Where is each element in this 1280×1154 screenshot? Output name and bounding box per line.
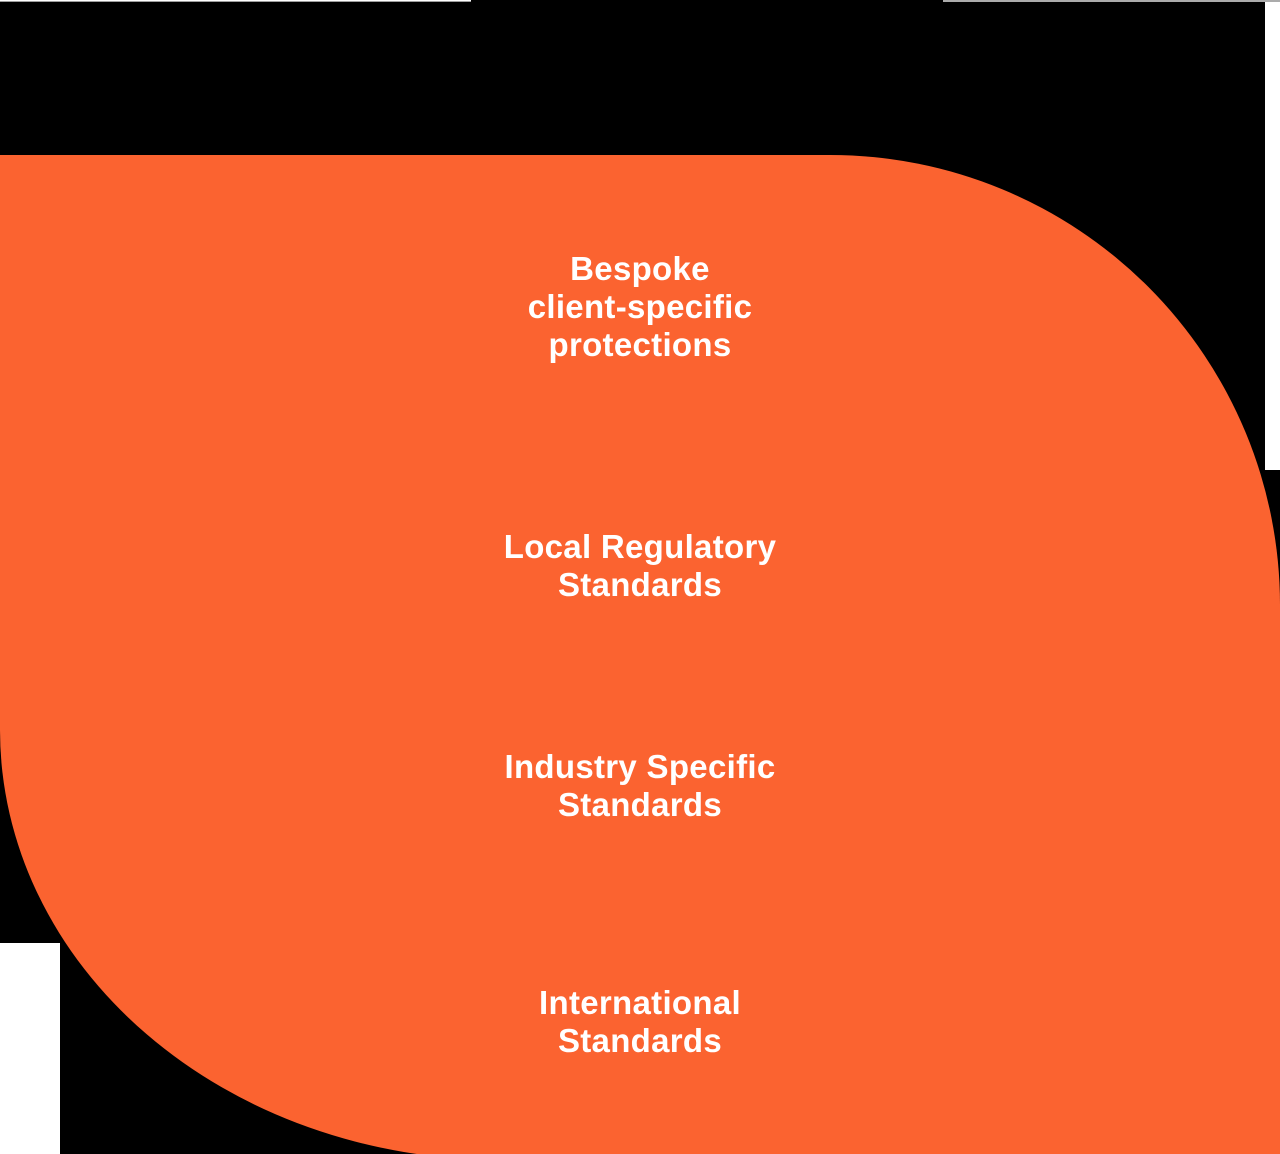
- label-line: client-specific: [527, 288, 753, 325]
- label-line: Standards: [557, 566, 723, 603]
- right-edge-strip: [1265, 2, 1280, 470]
- label-line: Local Regulatory: [503, 528, 777, 565]
- label-line: Standards: [557, 786, 723, 823]
- label-line: Bespoke: [570, 250, 710, 287]
- top-left-edge-strip: [0, 0, 471, 2]
- label-line: Industry Specific: [504, 748, 776, 785]
- top-right-edge-strip: [943, 0, 1280, 2]
- label-line: International: [539, 984, 741, 1021]
- label-line: protections: [548, 326, 732, 363]
- label-international-standards: International Standards: [0, 984, 1280, 1060]
- bottom-left-white-rect: [0, 943, 60, 1154]
- label-bespoke-client-specific-protections: Bespoke client-specific protections: [0, 250, 1280, 364]
- label-local-regulatory-standards: Local Regulatory Standards: [0, 528, 1280, 604]
- label-industry-specific-standards: Industry Specific Standards: [0, 748, 1280, 824]
- orange-leaf-shape: [0, 155, 1280, 1154]
- label-line: Standards: [557, 1022, 723, 1059]
